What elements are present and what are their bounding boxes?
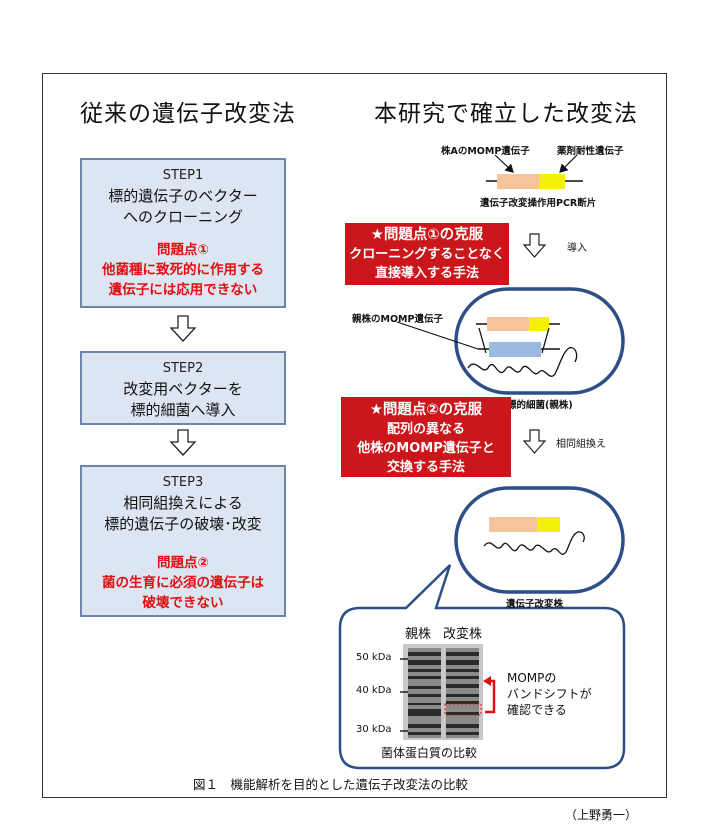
pcr-fragment-label: 遺伝子改変操作用PCR断片 — [480, 198, 597, 209]
gel-marker-40: 40 kDa — [356, 685, 392, 696]
down-arrow-icon — [522, 233, 547, 258]
modified-strain-cell — [454, 486, 625, 594]
introduce-label: 導入 — [567, 243, 587, 254]
target-bacterium-cell — [396, 287, 625, 395]
modified-strain-label: 遺伝子改変株 — [506, 599, 564, 610]
solution2-line2: 他株のMOMP遺伝子と — [357, 441, 495, 456]
step3-problem-title: 問題点② — [157, 555, 209, 571]
gel-note-line2: バンドシフトが — [507, 687, 592, 701]
figure-frame — [42, 73, 667, 798]
solution1-line2: 直接導入する手法 — [374, 266, 479, 281]
step1-problem-title: 問題点① — [157, 242, 209, 258]
right-heading: 本研究で確立した改変法 — [374, 101, 638, 127]
step3-title: STEP3 — [162, 475, 204, 490]
gel-lane-modified: 改変株 — [443, 627, 483, 642]
step3-box: STEP3 相同組換えによる 標的遺伝子の破壊･改変 問題点② 菌の生育に必須の… — [80, 465, 286, 617]
step1-problem-line2: 遺伝子には応用できない — [108, 282, 258, 298]
solution2-line3: 交換する手法 — [386, 460, 465, 475]
solution2-box: ★問題点②の克服 配列の異なる 他株のMOMP遺伝子と 交換する手法 — [341, 397, 511, 477]
author-credit: （上野勇一） — [565, 808, 638, 822]
sds-page-gel-image — [400, 644, 483, 740]
step3-desc-line2: 標的遺伝子の破壊･改変 — [104, 515, 262, 533]
solution2-line1: 配列の異なる — [386, 422, 465, 437]
gel-marker-50: 50 kDa — [356, 652, 392, 663]
band-shift-arrow-icon — [483, 676, 496, 714]
step2-desc-line2: 標的細菌へ導入 — [130, 401, 236, 419]
step2-desc-line1: 改変用ベクターを — [123, 380, 243, 398]
down-arrow-icon — [169, 315, 197, 342]
homologous-recombination-label: 相同組換え — [556, 439, 606, 450]
solution1-title: ★問題点①の克服 — [370, 227, 484, 243]
gel-caption: 菌体蛋白質の比較 — [381, 746, 478, 760]
step3-problem-line1: 菌の生育に必須の遺伝子は — [102, 575, 264, 591]
step1-desc-line1: 標的遺伝子のベクター — [108, 187, 258, 205]
solution1-box: ★問題点①の克服 クローニングすることなく 直接導入する手法 — [345, 223, 509, 285]
down-arrow-icon — [169, 429, 197, 456]
strain-a-momp-label: 株AのMOMP遺伝子 — [441, 146, 530, 157]
gel-note: MOMPの バンドシフトが 確認できる — [507, 670, 592, 718]
gel-note-line3: 確認できる — [507, 703, 567, 717]
step1-title: STEP1 — [162, 168, 204, 183]
gel-lane-parent: 親株 — [405, 627, 432, 642]
step2-box: STEP2 改変用ベクターを 標的細菌へ導入 — [80, 351, 286, 425]
step1-desc-line2: へのクローニング — [122, 208, 243, 226]
gel-note-line1: MOMPの — [507, 671, 557, 685]
gel-marker-30: 30 kDa — [356, 724, 392, 735]
solution1-line1: クローニングすることなく — [349, 247, 505, 262]
parent-momp-label: 親株のMOMP遺伝子 — [352, 314, 443, 325]
figure-caption: 図１ 機能解析を目的とした遺伝子改変法の比較 — [193, 777, 469, 792]
drug-resistance-label: 薬剤耐性遺伝子 — [557, 146, 624, 157]
step3-desc-line1: 相同組換えによる — [123, 494, 243, 512]
step1-problem-line1: 他菌種に致死的に作用する — [102, 262, 264, 278]
step1-box: STEP1 標的遺伝子のベクター へのクローニング 問題点① 他菌種に致死的に作… — [80, 158, 286, 308]
left-heading: 従来の遺伝子改変法 — [80, 101, 296, 127]
pcr-fragment-construct — [486, 154, 583, 189]
target-bacterium-label: 標的細菌(親株) — [507, 400, 573, 411]
step2-title: STEP2 — [162, 361, 204, 376]
step3-problem-line2: 破壊できない — [142, 595, 224, 611]
down-arrow-icon — [522, 429, 547, 454]
solution2-title: ★問題点②の克服 — [369, 402, 483, 418]
